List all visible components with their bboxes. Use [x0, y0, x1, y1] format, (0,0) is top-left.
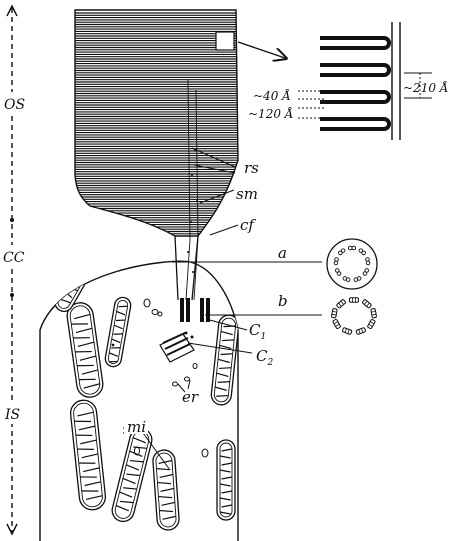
region-label-is: IS	[4, 407, 20, 423]
label-cf: cf	[240, 216, 256, 234]
label-c1: C1	[249, 321, 266, 342]
magnify-arrow	[237, 41, 285, 58]
region-label-os: OS	[4, 97, 25, 113]
region-axis: OS CC IS	[3, 4, 25, 536]
magnified-area-box	[215, 31, 235, 51]
disk-inset	[298, 22, 432, 140]
inner-segment	[39, 260, 239, 541]
label-mi: mi	[127, 418, 146, 436]
cross-section-a	[326, 238, 378, 290]
measure-disk-spacing: ~210 Å	[403, 80, 448, 95]
measure-disk-gap: ~40 Å	[253, 88, 291, 103]
label-a: a	[278, 244, 287, 262]
label-rs: rs	[244, 159, 259, 177]
mitochondria	[54, 271, 238, 531]
label-c2: C2	[256, 347, 273, 368]
centriole	[159, 331, 195, 363]
label-er: er	[182, 388, 199, 406]
region-label-cc: CC	[3, 250, 25, 266]
measure-disk-thickness: ~120 Å	[248, 106, 293, 121]
label-b: b	[278, 292, 288, 310]
connecting-cilium	[174, 79, 210, 322]
cross-section-b	[331, 297, 377, 335]
labels: rs sm cf a b C1 C2 er mi ~210 Å ~40 Å ~1…	[124, 80, 448, 436]
label-sm: sm	[236, 185, 258, 203]
